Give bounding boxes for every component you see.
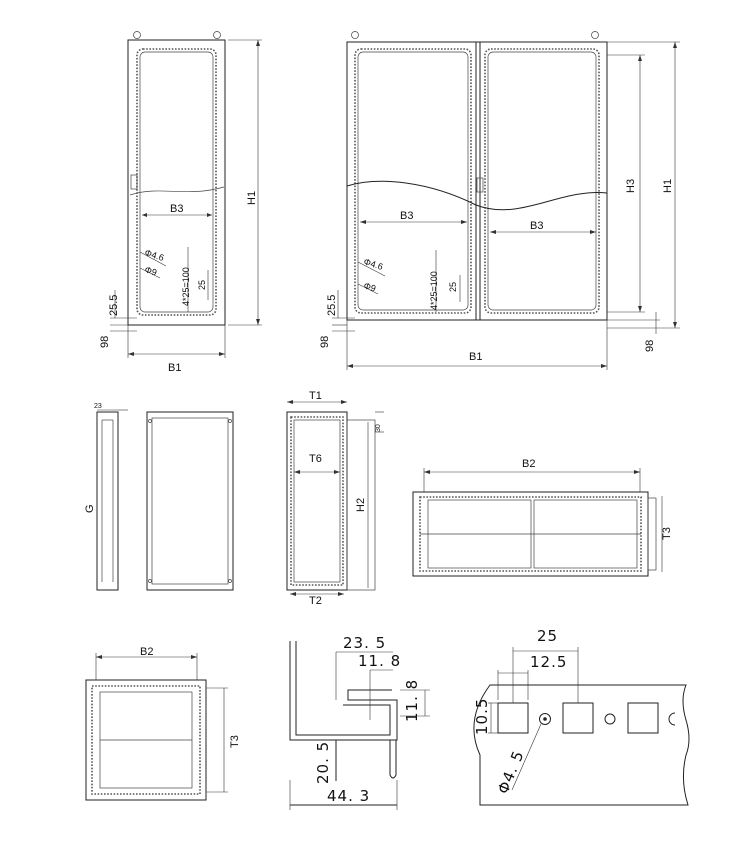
double-frame-left [354, 48, 472, 314]
single-mounting-frame [136, 48, 217, 316]
double-hole-dia2: Φ9 [362, 280, 377, 293]
single-base: 98 [99, 336, 111, 348]
perf-hole-label: Φ4. 5 [494, 748, 528, 797]
single-pitch: 4*25=100 [181, 267, 191, 306]
rear-panel [146, 411, 234, 591]
round-hole-1 [539, 713, 551, 725]
double-break-line [346, 180, 608, 211]
perf-half-pitch-label: 12.5 [530, 653, 567, 671]
side-g-label: G [84, 504, 96, 513]
square-hole-1 [497, 702, 529, 734]
double-base-left: 98 [319, 336, 331, 348]
profile-w1-label: 23. 5 [343, 634, 386, 652]
side-thickness-label: 23 [94, 403, 102, 410]
double-lifting-eye-right [591, 31, 599, 39]
double-b1-label: B1 [469, 351, 482, 363]
wide-t3-label: T3 [661, 527, 673, 540]
perf-pitch-label: 25 [537, 627, 558, 645]
single-spacing: 25 [197, 280, 207, 290]
frame-h2-label: H2 [355, 498, 367, 512]
double-h1-label: H1 [662, 179, 674, 193]
frame-outline [286, 411, 348, 591]
double-h3-label: H3 [625, 179, 637, 193]
frame-t1-label: T1 [309, 390, 322, 402]
double-lifting-eye-left [351, 31, 359, 39]
profile-h1-label: 11. 8 [403, 679, 421, 722]
square-hole-3 [627, 702, 659, 734]
frame-section-view: T1 T6 T2 H2 30 [286, 390, 384, 607]
round-hole-2 [604, 713, 616, 725]
single-b3-label: B3 [170, 203, 183, 215]
double-spacing: 25 [448, 282, 458, 292]
square-hole-2 [562, 702, 594, 734]
door-lock [130, 174, 138, 190]
break-line [129, 186, 225, 196]
frame-t2-label: T2 [309, 595, 322, 607]
single-hole-dia: Φ4.6 [143, 247, 165, 263]
wide-b2-label: B2 [522, 458, 535, 470]
profile-h2-label: 20. 5 [314, 741, 332, 784]
double-cabinet-view: B3 B3 Φ4.6 Φ9 4*25=100 25 25.5 98 H3 [319, 31, 680, 370]
double-b3-left-label: B3 [400, 210, 413, 222]
profile-w2-label: 11. 8 [358, 652, 401, 670]
double-door-lock [476, 177, 484, 193]
double-base-right: 98 [644, 340, 656, 352]
double-cabinet-outline [346, 41, 608, 321]
double-b3-right-label: B3 [530, 220, 543, 232]
single-hole-dia2: Φ9 [143, 264, 158, 277]
top-view-square: B2 T3 [85, 646, 241, 801]
square-b2-label: B2 [140, 646, 153, 658]
double-pitch: 4*25=100 [429, 271, 439, 310]
perforation-detail-view: 25 12.5 10.5 Φ4. 5 [473, 627, 690, 806]
double-offset: 25.5 [326, 295, 338, 316]
single-offset: 25.5 [108, 295, 120, 316]
side-panel-view: 23 G [84, 403, 234, 591]
profile-total-label: 44. 3 [327, 787, 370, 805]
square-t3-label: T3 [229, 735, 241, 748]
lifting-eye-right [213, 31, 221, 39]
single-b1-label: B1 [168, 362, 181, 374]
perf-square-label: 10.5 [473, 698, 491, 735]
profile-section-view: 23. 5 11. 8 11. 8 20. 5 44. 3 [289, 634, 430, 810]
frame-perforation [290, 416, 344, 586]
perforation-strip [473, 684, 690, 806]
square-top-outline [85, 679, 207, 801]
frame-edge-label: 30 [375, 424, 382, 432]
single-cabinet-view: B3 Φ4.6 Φ9 4*25=100 25 25.5 98 H1 B1 [99, 31, 262, 374]
lifting-eye-left [133, 31, 141, 39]
frame-t6-label: T6 [309, 453, 322, 465]
single-cabinet-outline [127, 39, 226, 326]
double-frame-right [484, 48, 600, 314]
top-view-wide: B2 T3 [412, 458, 673, 577]
single-h1-label: H1 [246, 191, 258, 205]
